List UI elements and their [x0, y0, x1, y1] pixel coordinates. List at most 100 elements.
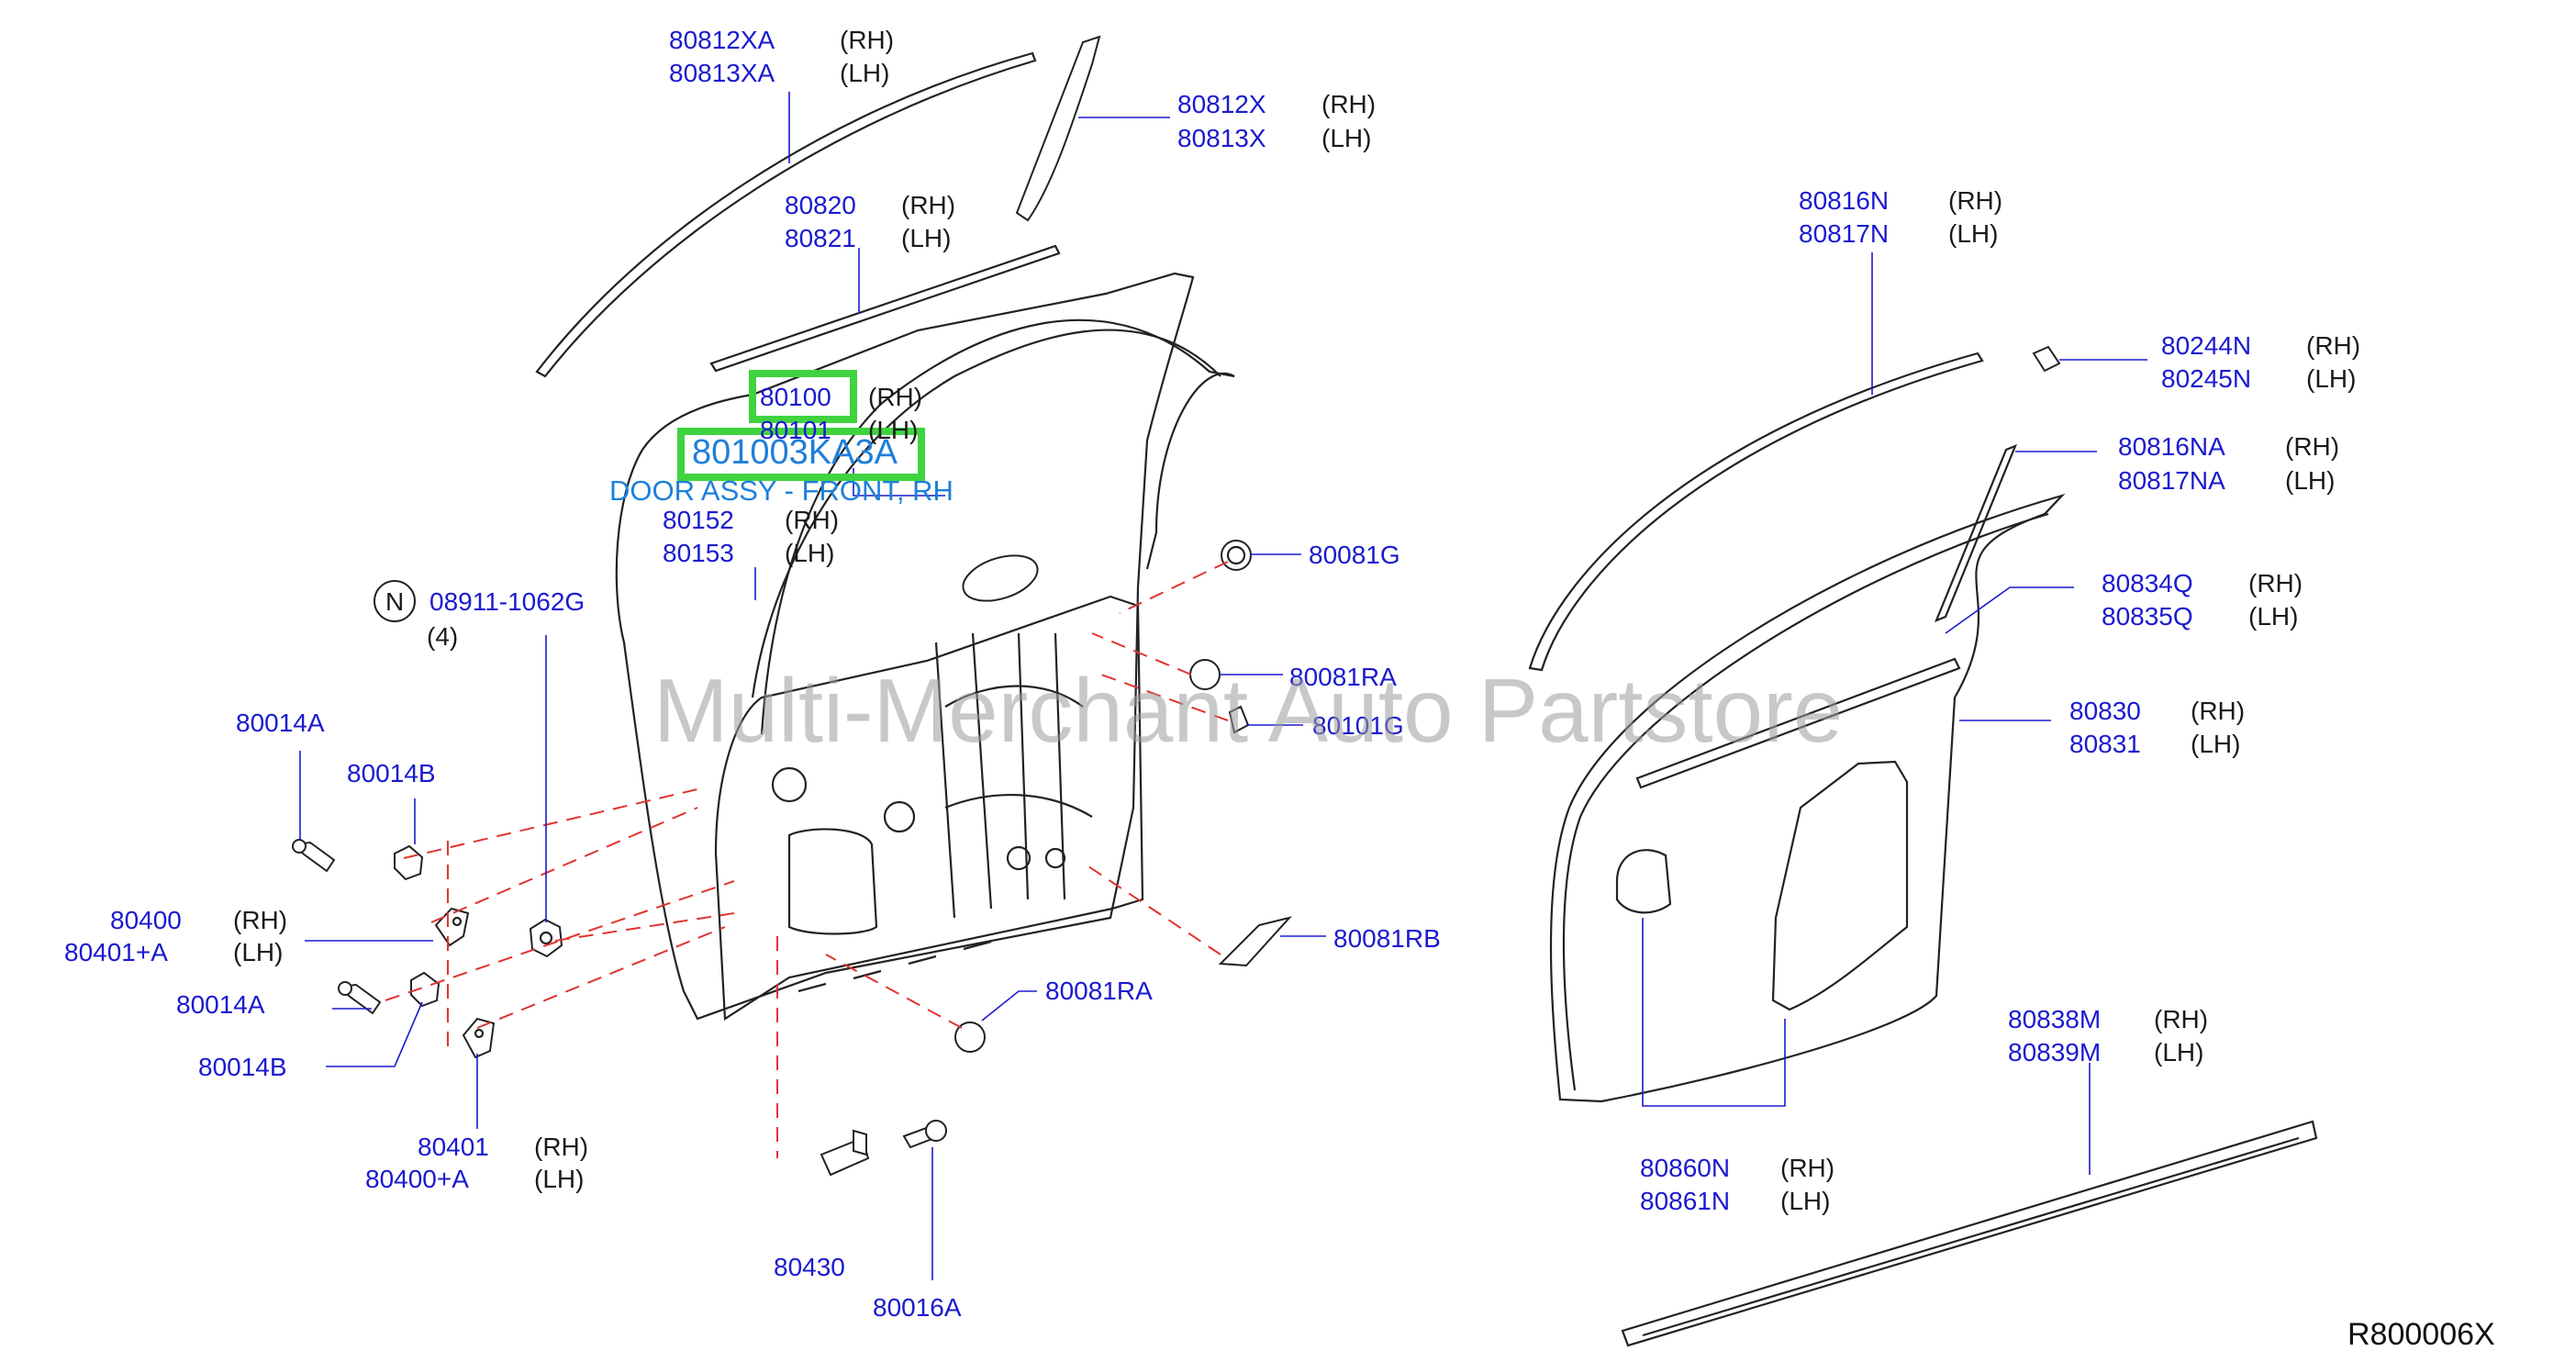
svg-text:80838M: 80838M	[2008, 1005, 2101, 1033]
sealing-screen-80860n[interactable]	[1615, 760, 1909, 1011]
front-door-assembly-80100[interactable]	[615, 272, 1235, 1021]
plug-80081ra-bottom[interactable]	[954, 1022, 986, 1053]
label-80834q[interactable]: 80834Q (RH) 80835Q (LH)	[2102, 569, 2303, 631]
svg-text:80401+A: 80401+A	[64, 938, 168, 966]
svg-text:(RH): (RH)	[1780, 1154, 1834, 1182]
highlight-box-80100	[749, 370, 857, 423]
svg-text:(RH): (RH)	[233, 906, 287, 934]
drip-molding-80816n[interactable]	[1528, 352, 1984, 672]
svg-text:80860N: 80860N	[1640, 1154, 1730, 1182]
nut-80014b-top[interactable]	[394, 844, 424, 881]
svg-text:(LH): (LH)	[534, 1165, 584, 1193]
svg-text:(LH): (LH)	[2154, 1038, 2203, 1066]
svg-text:(RH): (RH)	[2154, 1005, 2208, 1033]
svg-text:(4): (4)	[427, 622, 458, 651]
watermark: Multi-Merchant Auto Partstore	[653, 660, 1843, 761]
check-link-80430[interactable]	[820, 1129, 870, 1177]
label-80816na[interactable]: 80816NA (RH) 80817NA (LH)	[2118, 432, 2339, 495]
label-80014a-top[interactable]: 80014A	[236, 709, 325, 737]
svg-text:N: N	[385, 587, 404, 616]
label-80812xa[interactable]: 80812XA (RH) 80813XA (LH)	[669, 26, 894, 87]
svg-text:(LH): (LH)	[1321, 124, 1371, 152]
assembly-guides	[385, 561, 1229, 1158]
label-80860n[interactable]: 80860N (RH) 80861N (LH)	[1640, 1154, 1834, 1215]
nut-80014b-bottom[interactable]	[410, 971, 440, 1008]
kick-plate-80838m[interactable]	[1621, 1120, 2318, 1347]
svg-text:80831: 80831	[2069, 730, 2141, 758]
label-80014a-bottom[interactable]: 80014A	[176, 990, 265, 1019]
label-80816n[interactable]: 80816N (RH) 80817N (LH)	[1799, 186, 2002, 248]
svg-text:(LH): (LH)	[2191, 730, 2240, 758]
bolt-80014a-top[interactable]	[292, 839, 336, 873]
sash-seal-80834q[interactable]	[1635, 657, 1961, 789]
weatherstrip-80830[interactable]	[1549, 493, 2066, 1103]
svg-text:(RH): (RH)	[2306, 331, 2360, 360]
svg-text:80817NA: 80817NA	[2118, 466, 2225, 495]
svg-text:80813X: 80813X	[1177, 124, 1266, 152]
bolt-80014a-bottom[interactable]	[338, 981, 382, 1015]
grommet-80081g[interactable]	[1221, 540, 1252, 571]
label-80830[interactable]: 80830 (RH) 80831 (LH)	[2069, 697, 2245, 758]
svg-text:(RH): (RH)	[901, 191, 955, 219]
highlight-part-number[interactable]: 801003KA3A	[692, 433, 898, 472]
belt-molding-80820[interactable]	[709, 244, 1061, 373]
label-80014b-bottom[interactable]: 80014B	[198, 1053, 287, 1081]
svg-text:80861N: 80861N	[1640, 1187, 1730, 1215]
svg-text:(RH): (RH)	[534, 1133, 588, 1161]
label-80016a[interactable]: 80016A	[873, 1293, 962, 1322]
svg-text:(RH): (RH)	[2248, 569, 2303, 597]
seal-patch-80081rb[interactable]	[1218, 916, 1292, 967]
bolt-08911-1062g[interactable]	[529, 918, 563, 958]
hinge-80401-lower[interactable]	[462, 1017, 496, 1059]
sash-cover-80812x[interactable]	[1015, 35, 1101, 222]
svg-text:80835Q: 80835Q	[2102, 602, 2193, 631]
svg-text:80830: 80830	[2069, 697, 2141, 725]
label-80081rb[interactable]: 80081RB	[1333, 924, 1441, 953]
svg-text:80812X: 80812X	[1177, 90, 1266, 118]
svg-text:(LH): (LH)	[233, 938, 283, 966]
svg-text:80816N: 80816N	[1799, 186, 1889, 215]
svg-text:08911-1062G: 08911-1062G	[429, 587, 585, 616]
label-80430[interactable]: 80430	[774, 1253, 845, 1281]
svg-text:80401: 80401	[418, 1133, 489, 1161]
svg-text:80812XA: 80812XA	[669, 26, 775, 54]
svg-text:80817N: 80817N	[1799, 219, 1889, 248]
svg-text:(LH): (LH)	[2285, 466, 2335, 495]
svg-text:(LH): (LH)	[1948, 219, 1998, 248]
svg-text:(LH): (LH)	[2248, 602, 2298, 631]
label-80014b-top[interactable]: 80014B	[347, 759, 436, 787]
svg-text:(RH): (RH)	[2191, 697, 2245, 725]
label-80401[interactable]: 80401 (RH) 80400+A (LH)	[365, 1133, 588, 1193]
svg-text:80153: 80153	[663, 539, 734, 567]
svg-text:80245N: 80245N	[2161, 364, 2251, 393]
label-80400[interactable]: 80400 (RH) 80401+A (LH)	[64, 906, 287, 966]
label-80244n[interactable]: 80244N (RH) 80245N (LH)	[2161, 331, 2360, 393]
svg-text:80400+A: 80400+A	[365, 1165, 469, 1193]
svg-text:(LH): (LH)	[901, 224, 951, 252]
label-80838m[interactable]: 80838M (RH) 80839M (LH)	[2008, 1005, 2208, 1066]
partition-seal-80816na[interactable]	[1935, 444, 2017, 622]
svg-text:(RH): (RH)	[1321, 90, 1376, 118]
svg-text:(LH): (LH)	[2306, 364, 2356, 393]
label-80081ra-bottom[interactable]: 80081RA	[1045, 977, 1153, 1005]
label-80101g[interactable]: 80101G	[1312, 711, 1404, 740]
label-80081g[interactable]: 80081G	[1309, 541, 1400, 569]
svg-text:80152: 80152	[663, 506, 734, 534]
clip-80244n[interactable]	[2032, 345, 2061, 373]
svg-text:80820: 80820	[785, 191, 856, 219]
label-80100[interactable]: 80100 (RH) 80101 (LH)	[760, 383, 922, 444]
svg-text:80839M: 80839M	[2008, 1038, 2101, 1066]
svg-text:(LH): (LH)	[868, 416, 918, 444]
label-80081ra-top[interactable]: 80081RA	[1289, 663, 1397, 691]
svg-text:80400: 80400	[110, 906, 182, 934]
label-08911-1062g[interactable]: N 08911-1062G (4)	[374, 580, 585, 651]
roof-molding-80812xa[interactable]	[535, 51, 1037, 378]
svg-text:80244N: 80244N	[2161, 331, 2251, 360]
bolt-80016a[interactable]	[902, 1120, 947, 1149]
n-badge-icon	[374, 580, 416, 622]
label-80812x[interactable]: 80812X (RH) 80813X (LH)	[1177, 90, 1376, 152]
label-80820[interactable]: 80820 (RH) 80821 (LH)	[785, 191, 955, 252]
label-80152[interactable]: 80152 (RH) 80153 (LH)	[663, 506, 839, 567]
hinge-80400-upper[interactable]	[434, 907, 470, 947]
svg-text:(LH): (LH)	[1780, 1187, 1830, 1215]
